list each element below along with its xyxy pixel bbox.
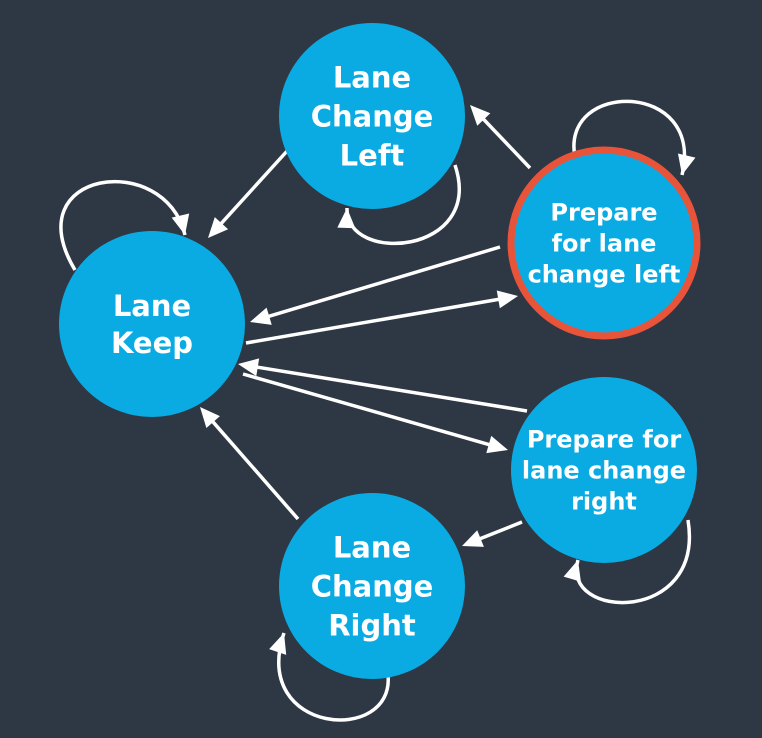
state-label-line: Prepare — [550, 199, 657, 227]
state-label-line: change left — [528, 261, 681, 289]
state-circle — [279, 493, 465, 679]
state-label-line: Keep — [111, 326, 193, 360]
transition-prepare-right-to-lane-keep — [238, 358, 528, 413]
state-label-line: lane change — [522, 457, 686, 485]
self-loop-path — [59, 179, 187, 271]
state-circle — [511, 377, 697, 563]
arrowhead — [462, 530, 484, 547]
transition-line — [478, 113, 532, 170]
arrowhead — [337, 208, 356, 229]
arrowhead — [486, 435, 508, 454]
transition-prepare-right-to-lane-change-right — [462, 520, 523, 547]
state-label-line: right — [571, 488, 637, 516]
state-circle-highlighted — [507, 146, 701, 340]
transition-line — [245, 296, 505, 345]
state-label-line: Lane — [113, 289, 191, 323]
transition-lane-change-right-to-lane-keep — [200, 407, 300, 521]
transition-line — [216, 148, 290, 229]
transition-line — [207, 416, 300, 521]
arrowhead — [269, 633, 287, 655]
state-prepare-left: Prepare for lane change left — [507, 146, 701, 340]
arrowhead — [496, 290, 518, 309]
transition-line — [474, 520, 523, 543]
arrowhead — [200, 407, 220, 428]
arrowhead — [208, 217, 229, 238]
arrowhead — [238, 358, 260, 377]
self-loop-lane-change-right — [269, 632, 390, 722]
state-circle — [59, 231, 245, 417]
self-loop-lane-change-left — [337, 164, 461, 246]
self-loop-prepare-right — [563, 519, 692, 605]
transition-line — [251, 364, 528, 413]
self-loop-path — [572, 99, 687, 176]
state-label-line: Left — [340, 138, 405, 172]
state-label-line: Prepare for — [527, 426, 681, 454]
arrowhead — [250, 307, 272, 325]
state-label-line: Lane — [333, 60, 411, 94]
arrowhead — [677, 153, 696, 175]
self-loop-lane-keep — [59, 179, 190, 271]
transition-line — [262, 245, 501, 320]
arrowhead — [470, 105, 491, 126]
state-label-line: Right — [328, 608, 416, 642]
transition-lane-keep-to-prepare-right — [242, 372, 508, 454]
self-loop-prepare-left — [572, 99, 696, 176]
transitions-layer — [59, 99, 696, 722]
state-label-line: for lane — [552, 230, 657, 258]
state-circle — [279, 23, 465, 209]
transition-lane-change-left-to-lane-keep — [208, 148, 290, 238]
arrowhead — [171, 213, 190, 235]
arrowhead — [563, 560, 581, 582]
transition-line — [242, 372, 496, 448]
transition-prepare-left-to-lane-change-left — [470, 105, 532, 170]
transition-lane-keep-to-prepare-left — [245, 290, 518, 345]
transition-prepare-left-to-lane-keep — [250, 245, 501, 325]
state-prepare-right: Prepare for lane change right — [511, 377, 697, 563]
state-label-line: Lane — [333, 530, 411, 564]
self-loop-path — [277, 632, 390, 722]
state-label-line: Change — [311, 569, 434, 603]
state-label-line: Change — [311, 99, 434, 133]
